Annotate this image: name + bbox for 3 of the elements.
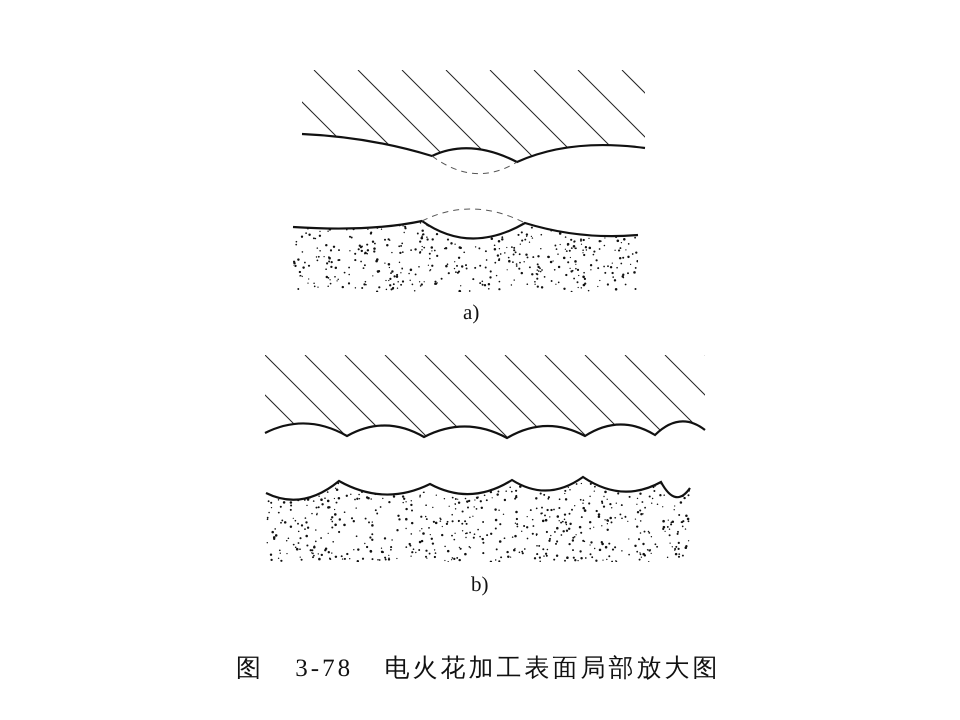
- panel-label: a): [463, 302, 480, 323]
- figure-caption: 图 3-78 电火花加工表面局部放大图: [236, 656, 720, 681]
- panel-label: b): [471, 574, 488, 595]
